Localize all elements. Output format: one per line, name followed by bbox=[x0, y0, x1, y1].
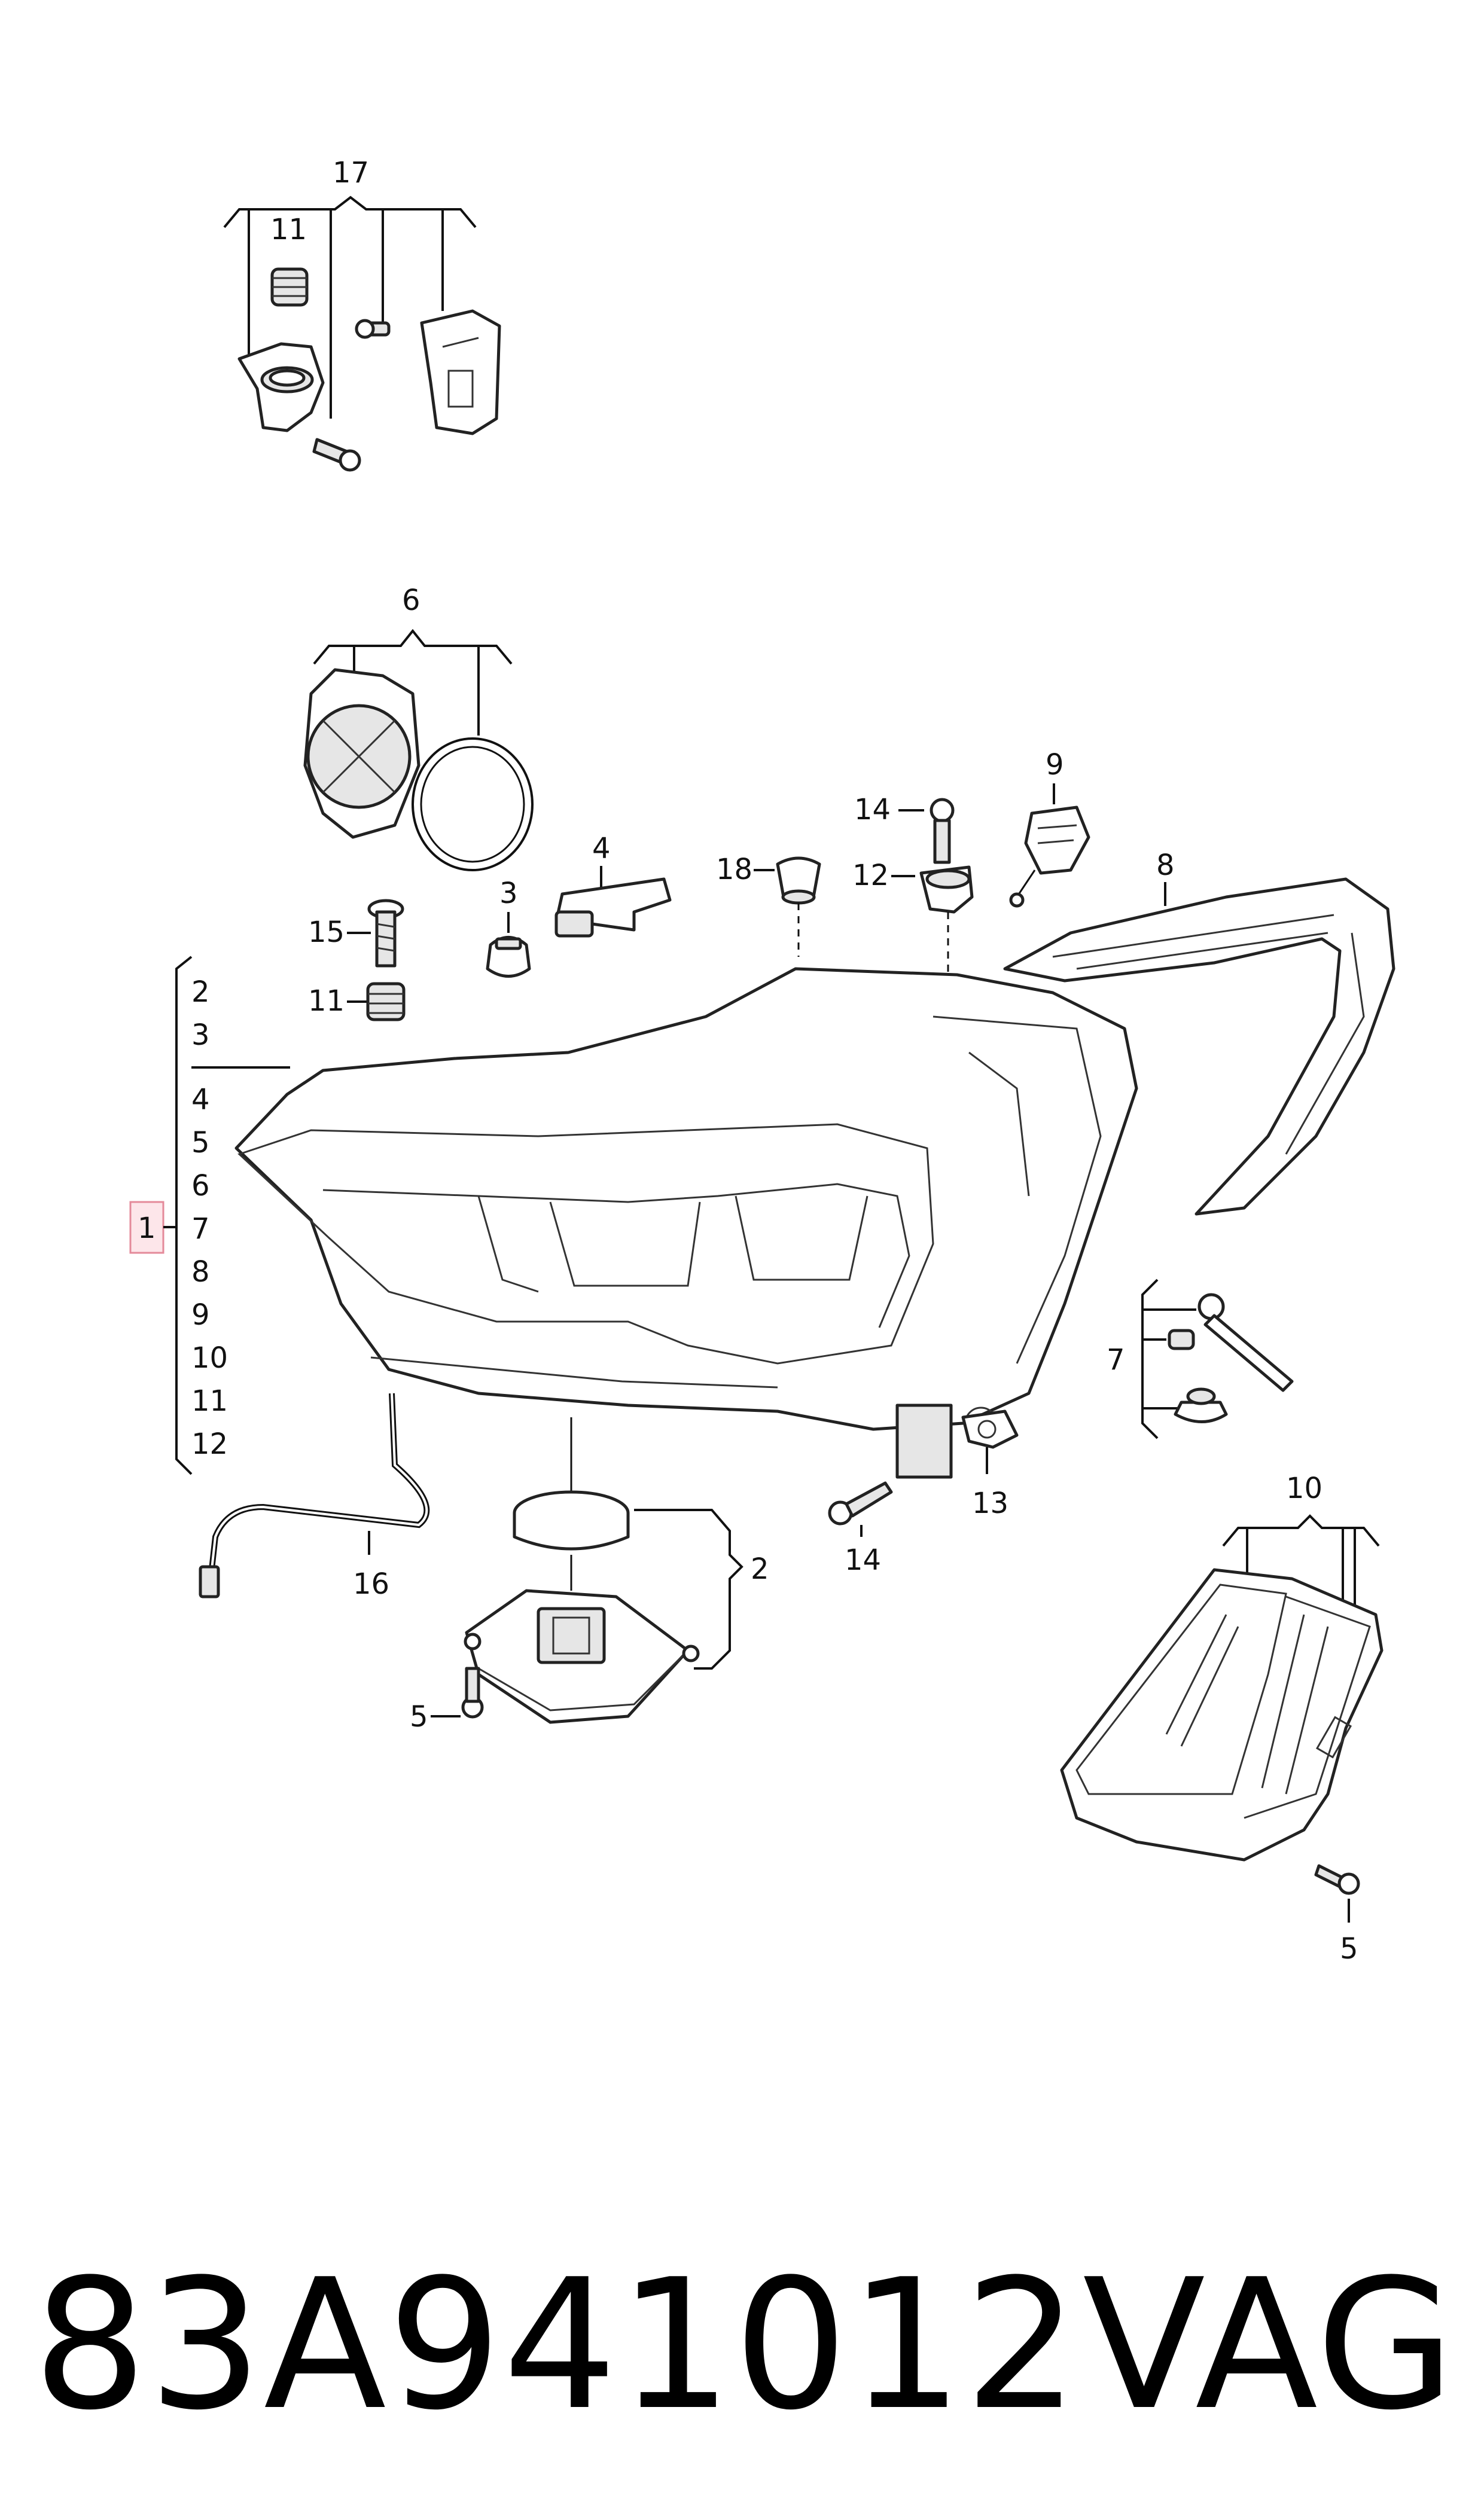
assembly-item: 10 bbox=[191, 1341, 228, 1375]
part-group-5-right: 5 bbox=[1314, 1864, 1360, 1966]
assembly-item: 9 bbox=[191, 1298, 210, 1332]
headlight-housing bbox=[234, 967, 1138, 1479]
assembly-item: 8 bbox=[191, 1255, 210, 1289]
part-group-7: 7 bbox=[1107, 1279, 1294, 1439]
cover-cap bbox=[303, 668, 420, 839]
assembly-item: 6 bbox=[191, 1169, 210, 1203]
clip-small bbox=[1168, 1329, 1195, 1350]
screw-14-lower bbox=[828, 1481, 893, 1526]
callout-9: 9 bbox=[1046, 748, 1064, 782]
part-group-17: 17 11 bbox=[223, 156, 501, 472]
callout-2-side: 2 bbox=[751, 1552, 769, 1586]
bulb-holder-12 bbox=[919, 865, 974, 914]
assembly-item: 3 bbox=[191, 1018, 210, 1052]
seal-ring bbox=[412, 737, 534, 871]
callout-13: 13 bbox=[972, 1487, 1008, 1520]
part-group-13: 13 bbox=[961, 1410, 1019, 1520]
part-group-15: 15 bbox=[308, 899, 404, 968]
screw-14-upper bbox=[930, 798, 955, 864]
clip-13 bbox=[961, 1410, 1019, 1449]
sensor-actuator bbox=[1009, 806, 1090, 908]
part-group-18: 18 bbox=[716, 853, 821, 957]
grommet bbox=[1174, 1387, 1228, 1423]
wiring-harness bbox=[554, 877, 672, 938]
callout-10: 10 bbox=[1286, 1472, 1323, 1505]
plug-18 bbox=[776, 856, 821, 905]
callout-6: 6 bbox=[402, 584, 420, 617]
screw-5-right bbox=[1314, 1864, 1360, 1895]
bracket-mount-right bbox=[420, 309, 501, 435]
part-number: 83A941012 bbox=[33, 2241, 1080, 2449]
assembly-item: 2 bbox=[191, 975, 210, 1009]
assembly-main-number: 1 bbox=[138, 1212, 156, 1245]
callout-15: 15 bbox=[308, 916, 345, 949]
callout-11-mid: 11 bbox=[308, 984, 345, 1018]
callout-5-right: 5 bbox=[1340, 1932, 1358, 1966]
callout-18: 18 bbox=[716, 853, 752, 886]
part-group-14-12: 14 12 bbox=[852, 793, 974, 999]
part-group-4: 4 bbox=[554, 832, 672, 938]
callout-5-left: 5 bbox=[410, 1700, 428, 1734]
assembly-item: 7 bbox=[191, 1212, 210, 1246]
trim-bezel bbox=[1003, 877, 1395, 1216]
adjuster-nut-mid bbox=[366, 982, 406, 1021]
assembly-bracket-list: 1 2 3 4 5 6 7 8 9 10 11 12 bbox=[129, 956, 290, 1475]
part-group-5-left: 5 bbox=[410, 1667, 484, 1734]
part-group-6: 6 bbox=[303, 584, 534, 871]
callout-16: 16 bbox=[353, 1567, 389, 1601]
part-group-14-lower: 14 bbox=[828, 1481, 893, 1577]
seal-gasket bbox=[513, 1490, 630, 1551]
part-group-9: 9 bbox=[1009, 748, 1090, 908]
callout-17: 17 bbox=[333, 156, 369, 190]
screw-top-left bbox=[312, 438, 361, 472]
bracket-mount-left bbox=[237, 342, 325, 432]
callout-14-upper: 14 bbox=[854, 793, 891, 826]
led-module bbox=[1060, 1568, 1384, 1862]
callout-11-top: 11 bbox=[270, 213, 307, 246]
part-group-8: 8 bbox=[1003, 849, 1395, 1216]
callout-7-side: 7 bbox=[1107, 1343, 1125, 1377]
callout-8: 8 bbox=[1156, 849, 1175, 882]
assembly-item: 11 bbox=[191, 1384, 228, 1418]
screw-15 bbox=[367, 899, 404, 968]
part-group-3: 3 bbox=[486, 877, 531, 978]
brand-name: VAG bbox=[1083, 2241, 1456, 2449]
connector-rod bbox=[1197, 1293, 1294, 1392]
adjuster-nut-top bbox=[270, 267, 309, 307]
screw-top-mid bbox=[355, 319, 391, 339]
callout-3: 3 bbox=[499, 877, 518, 910]
assembly-item: 12 bbox=[191, 1427, 228, 1461]
callout-14-lower: 14 bbox=[845, 1543, 881, 1577]
part-group-2: 2 bbox=[464, 1417, 769, 1724]
bulb-3 bbox=[486, 936, 531, 978]
part-group-11-mid: 11 bbox=[308, 982, 406, 1021]
ballast-unit bbox=[464, 1589, 700, 1724]
callout-4: 4 bbox=[592, 832, 611, 865]
callout-12-upper: 12 bbox=[852, 859, 889, 892]
assembly-item: 5 bbox=[191, 1126, 210, 1160]
assembly-item: 4 bbox=[191, 1083, 210, 1116]
part-group-16: 16 bbox=[199, 1393, 430, 1601]
screw-5-left bbox=[461, 1667, 484, 1719]
part-group-10: 10 bbox=[1060, 1472, 1384, 1862]
